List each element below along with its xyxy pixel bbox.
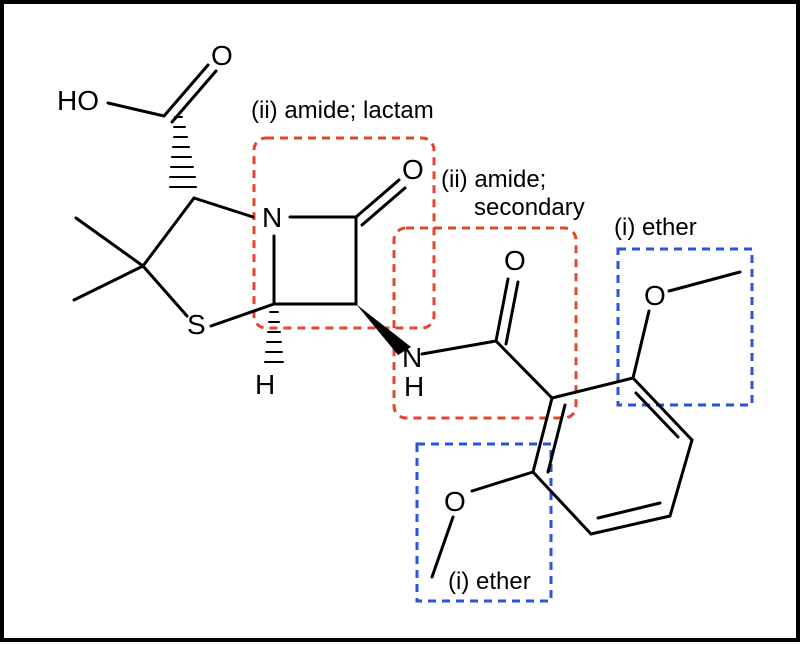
bond-ring-4b: [596, 501, 662, 520]
bond-ring-6a: [531, 396, 554, 474]
hashed-wedge-top: [169, 116, 197, 188]
atom-hydroxyl: HO: [57, 85, 99, 116]
lactam-label: (ii) amide; lactam: [251, 97, 434, 124]
bond-amide-c-aryl: [494, 339, 554, 400]
solid-wedge-bond: [356, 304, 411, 355]
bond-o-methyl-lower: [430, 515, 455, 579]
bond-c2-s: [141, 264, 189, 318]
bond-o-methyl-upper: [667, 270, 742, 293]
bond-ring-o-upper: [631, 309, 651, 380]
atom-amide-nitrogen: N: [402, 342, 422, 373]
bond-amide-c-o-2: [504, 280, 520, 346]
secondary-amide-label-line2: secondary: [474, 194, 585, 221]
bond-s-c5: [209, 302, 276, 328]
bond-methyl-lower: [72, 264, 145, 302]
bond-amide-c-o-1: [494, 277, 510, 343]
molecule-diagram: HO O N O S H N H O O O (ii) amide; lacta…: [57, 40, 754, 603]
bond-c-o-acid-1: [162, 63, 210, 118]
atom-lactam-oxygen: O: [402, 154, 424, 185]
atom-ether-oxygen-upper: O: [644, 280, 666, 311]
bond-ring-2b: [634, 391, 680, 439]
atom-sulfur: S: [187, 309, 206, 340]
bond-lines: [72, 63, 742, 579]
bond-ring-2a: [631, 376, 694, 442]
atom-amide-hydrogen: H: [404, 371, 424, 402]
bond-c7-o-2: [360, 186, 407, 227]
atom-ring-nitrogen: N: [262, 202, 282, 233]
lower-ether-box: [415, 442, 553, 603]
ether-label-upper: (i) ether: [614, 214, 697, 241]
bond-methyl-upper: [74, 216, 145, 268]
secondary-amide-box: [392, 226, 578, 420]
bond-ring-o-lower: [470, 470, 535, 493]
secondary-amide-label-line1: (ii) amide;: [441, 166, 546, 193]
bond-ring-4a: [589, 514, 672, 536]
atom-ether-oxygen-lower: O: [444, 486, 466, 517]
ether-label-lower: (i) ether: [448, 568, 531, 595]
bond-oh-c: [106, 101, 166, 118]
bond-nh-c: [420, 339, 498, 356]
lactam-amide-box: [252, 136, 436, 330]
atom-acid-oxygen: O: [211, 40, 233, 71]
hashed-wedge-h: [264, 311, 284, 363]
atom-hydrogen: H: [255, 369, 275, 400]
bond-c7-o-1: [354, 178, 401, 219]
bond-ring-1: [550, 376, 635, 400]
bond-ring-6b: [546, 403, 567, 474]
bond-ring-5: [531, 470, 593, 536]
atom-amide-oxygen: O: [504, 245, 526, 276]
bond-ring-3: [668, 438, 694, 518]
bond-c3-n: [192, 196, 255, 219]
bond-c3-c2: [141, 196, 196, 268]
bond-c-o-acid-2: [170, 69, 218, 124]
upper-ether-box: [616, 247, 754, 407]
